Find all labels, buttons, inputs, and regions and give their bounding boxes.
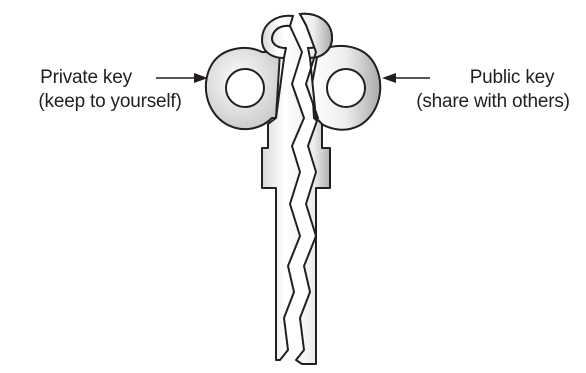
public-key-half — [295, 12, 382, 365]
private-key-label-note: (keep to yourself) — [38, 91, 182, 112]
private-key-label-title: Private key — [40, 67, 132, 88]
public-key-label-note: (share with others) — [416, 91, 570, 112]
private-key-shaft — [261, 24, 305, 361]
private-key-bow-hole — [225, 68, 265, 108]
public-key-arrow — [382, 73, 430, 83]
public-key-label-title: Public key — [469, 67, 555, 88]
public-key-label: Public key (share with others) — [400, 66, 586, 114]
private-key-arrow — [156, 73, 208, 83]
public-key-shaft — [295, 12, 333, 365]
private-key-label: Private key (keep to yourself) — [10, 66, 210, 114]
private-key-half — [204, 14, 305, 361]
public-key-bow-hole — [326, 68, 366, 108]
